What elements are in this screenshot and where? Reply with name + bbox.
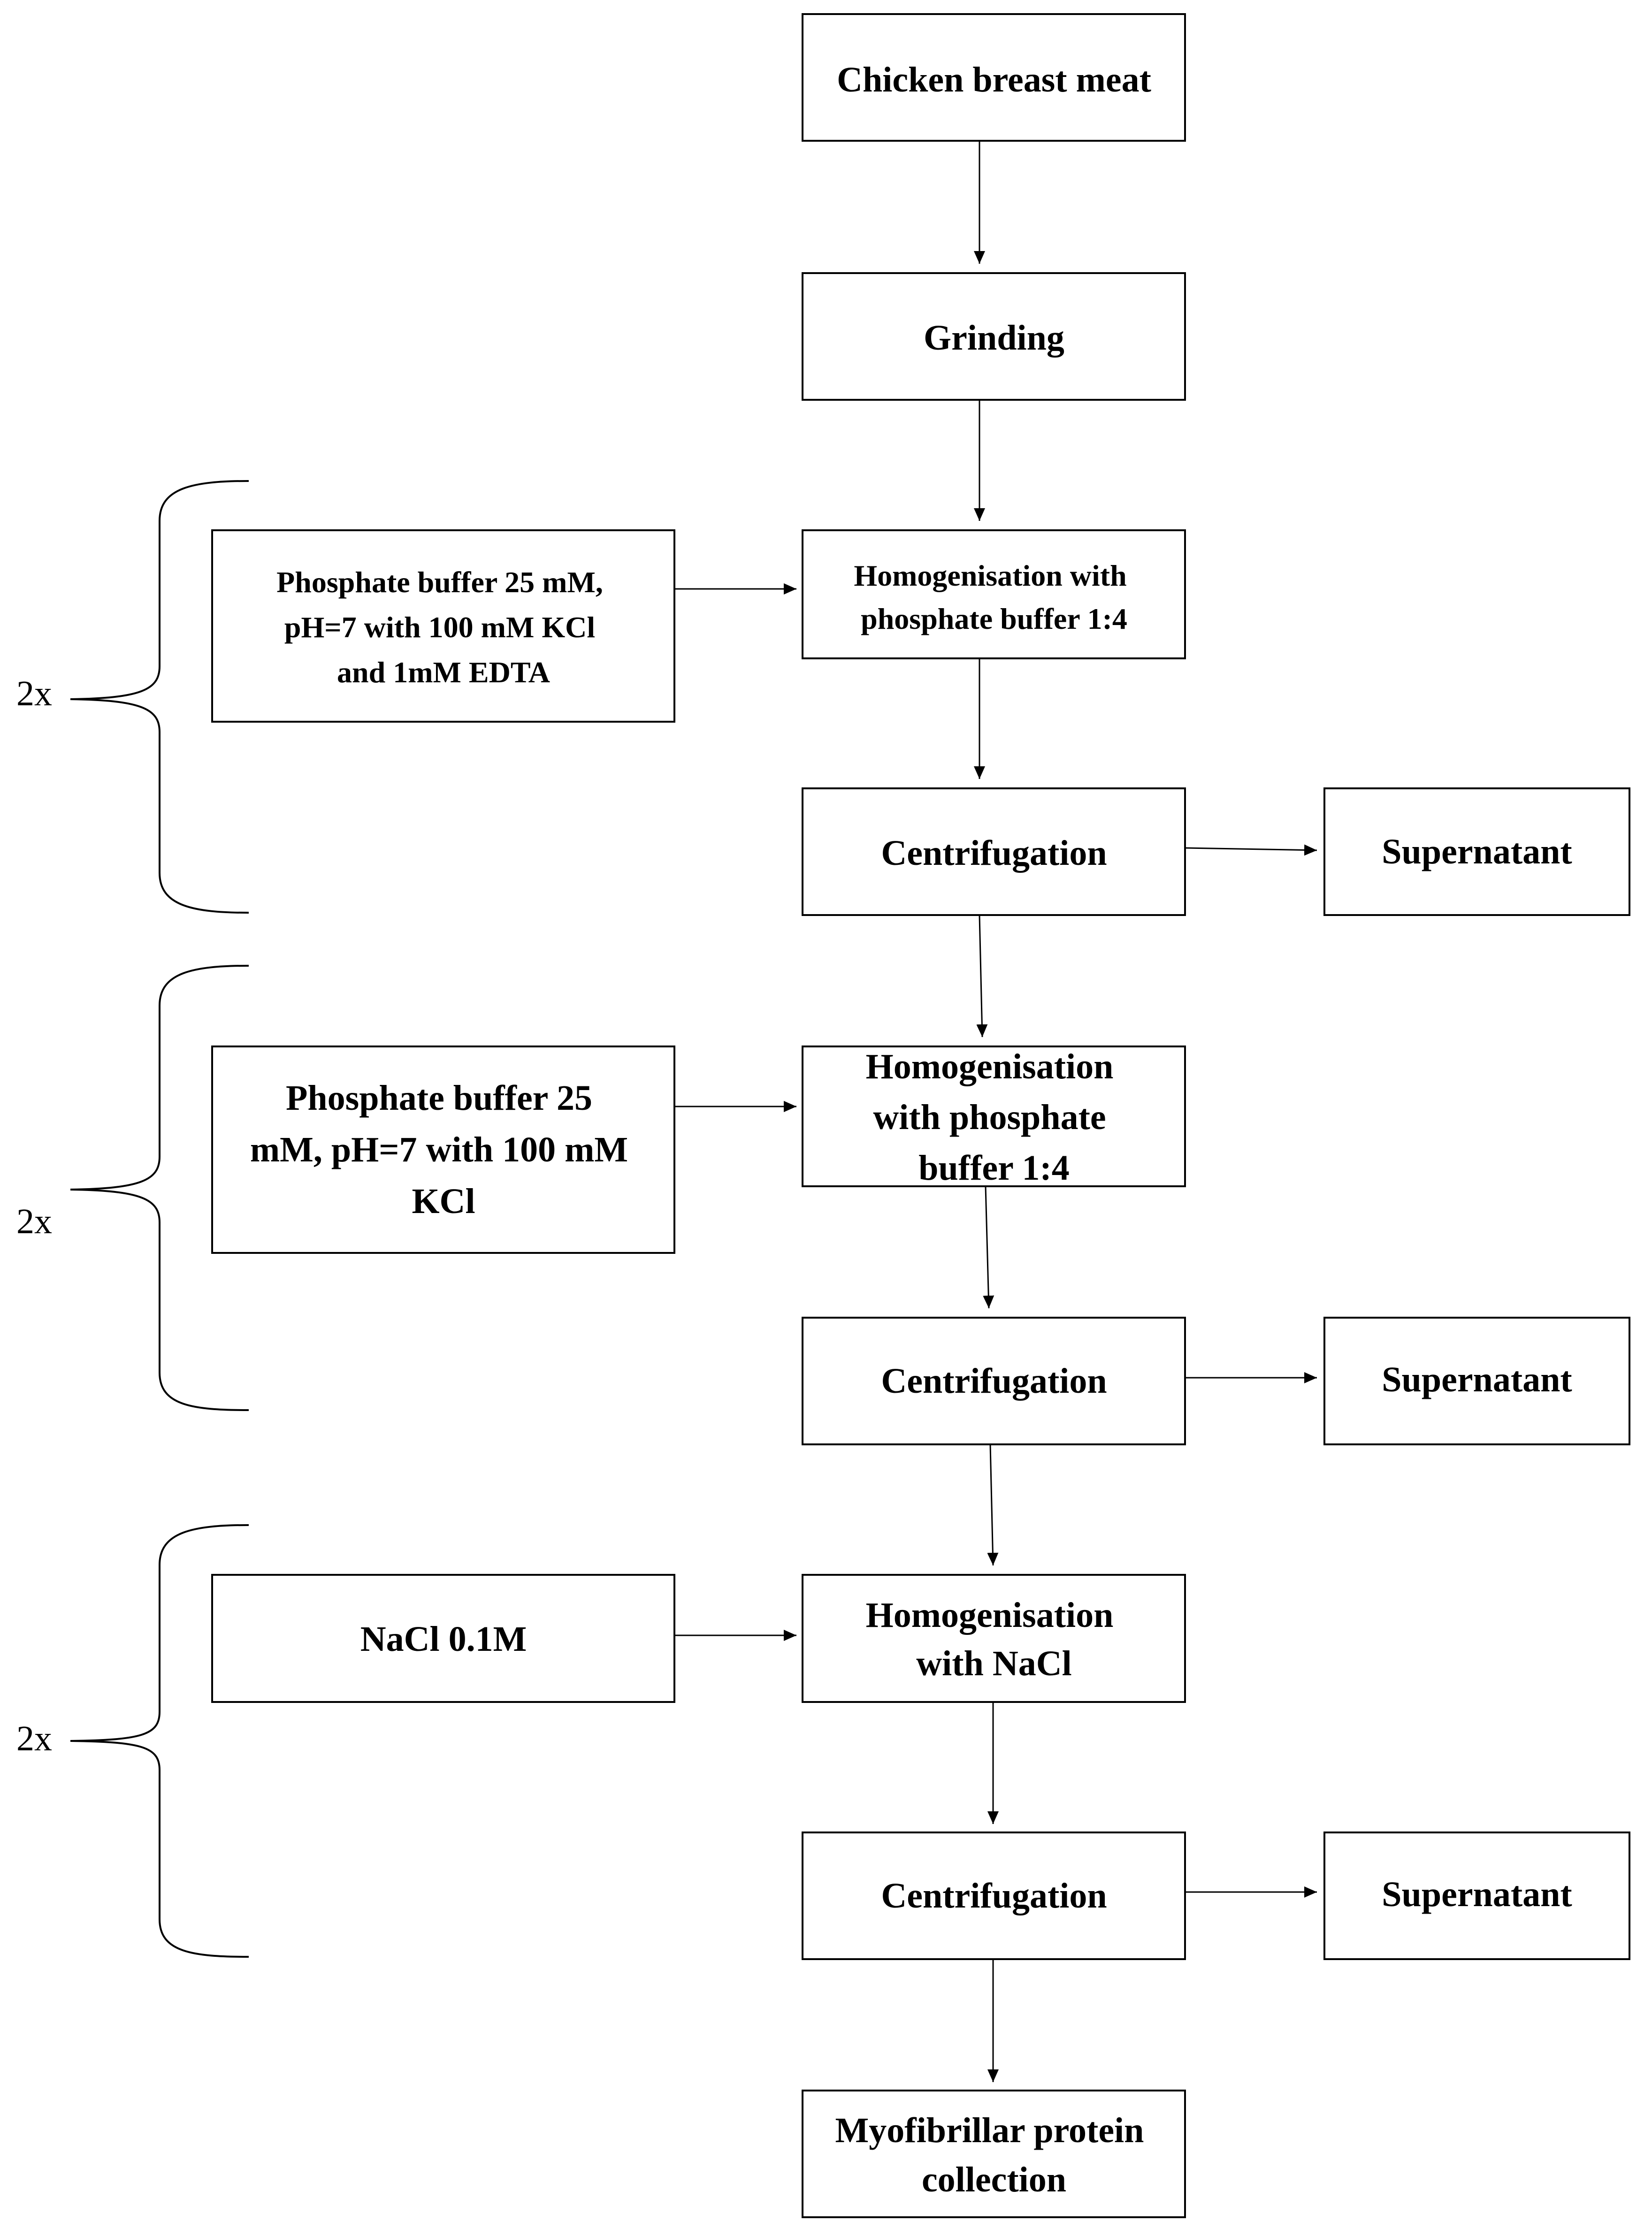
step-collection-label: Myofibrillar protein collection [835,2111,1153,2199]
step-supernatant-1-label: Supernatant [1382,832,1572,871]
repeat-label-1: 2x [16,674,52,713]
step-centrifugation-3: Centrifugation [802,1832,1186,1960]
step-centrifugation-2-label: Centrifugation [881,1361,1107,1401]
step-nacl: NaCl 0.1M [211,1574,675,1703]
step-buffer-2-label: Phosphate buffer 25 mM, pH=7 with 100 mM… [250,1078,637,1221]
step-centrifugation-3-label: Centrifugation [881,1876,1107,1915]
arrow-homog2-to-centri2 [983,1186,994,1309]
step-homogenisation-1-label: Homogenisation with phosphate buffer 1:4 [854,559,1134,635]
step-chicken: Chicken breast meat [802,13,1186,142]
step-homogenisation-3-label: Homogenisation with NaCl [866,1595,1123,1683]
step-supernatant-1: Supernatant [1323,787,1630,916]
repeat-brace-1 [70,480,249,914]
repeat-labels: 2x 2x 2x [16,674,52,1758]
repeat-brace-3 [70,1524,249,1958]
step-homogenisation-3: Homogenisation with NaCl [802,1574,1186,1703]
step-centrifugation-2: Centrifugation [802,1317,1186,1445]
repeat-brace-2 [70,965,249,1411]
repeat-label-2: 2x [16,1202,52,1241]
step-grinding: Grinding [802,272,1186,401]
step-buffer-1-label: Phosphate buffer 25 mM, pH=7 with 100 mM… [276,565,611,689]
step-chicken-label: Chicken breast meat [837,60,1151,99]
step-supernatant-2-label: Supernatant [1382,1360,1572,1399]
arrow-centri1-to-homog2 [976,915,988,1038]
step-grinding-label: Grinding [924,318,1064,358]
step-buffer-2: Phosphate buffer 25 mM, pH=7 with 100 mM… [211,1046,675,1254]
step-homogenisation-2: Homogenisation with phosphate buffer 1:4 [802,1046,1186,1188]
repeat-label-3: 2x [16,1719,52,1758]
step-supernatant-2: Supernatant [1323,1317,1630,1445]
connectors [674,141,1317,2082]
step-nacl-label: NaCl 0.1M [360,1619,527,1659]
step-collection: Myofibrillar protein collection [802,2090,1186,2218]
arrow-centri2-to-homog3 [987,1444,999,1566]
step-centrifugation-1-label: Centrifugation [881,833,1107,873]
arrow-centri1-to-super1 [1185,844,1317,856]
step-homogenisation-1: Homogenisation with phosphate buffer 1:4 [802,529,1186,659]
step-centrifugation-1: Centrifugation [802,787,1186,916]
step-buffer-1: Phosphate buffer 25 mM, pH=7 with 100 mM… [211,529,675,723]
step-supernatant-3-label: Supernatant [1382,1875,1572,1914]
repeat-braces [70,480,249,1958]
step-homogenisation-2-label: Homogenisation with phosphate buffer 1:4 [866,1047,1123,1188]
step-supernatant-3: Supernatant [1323,1832,1630,1960]
